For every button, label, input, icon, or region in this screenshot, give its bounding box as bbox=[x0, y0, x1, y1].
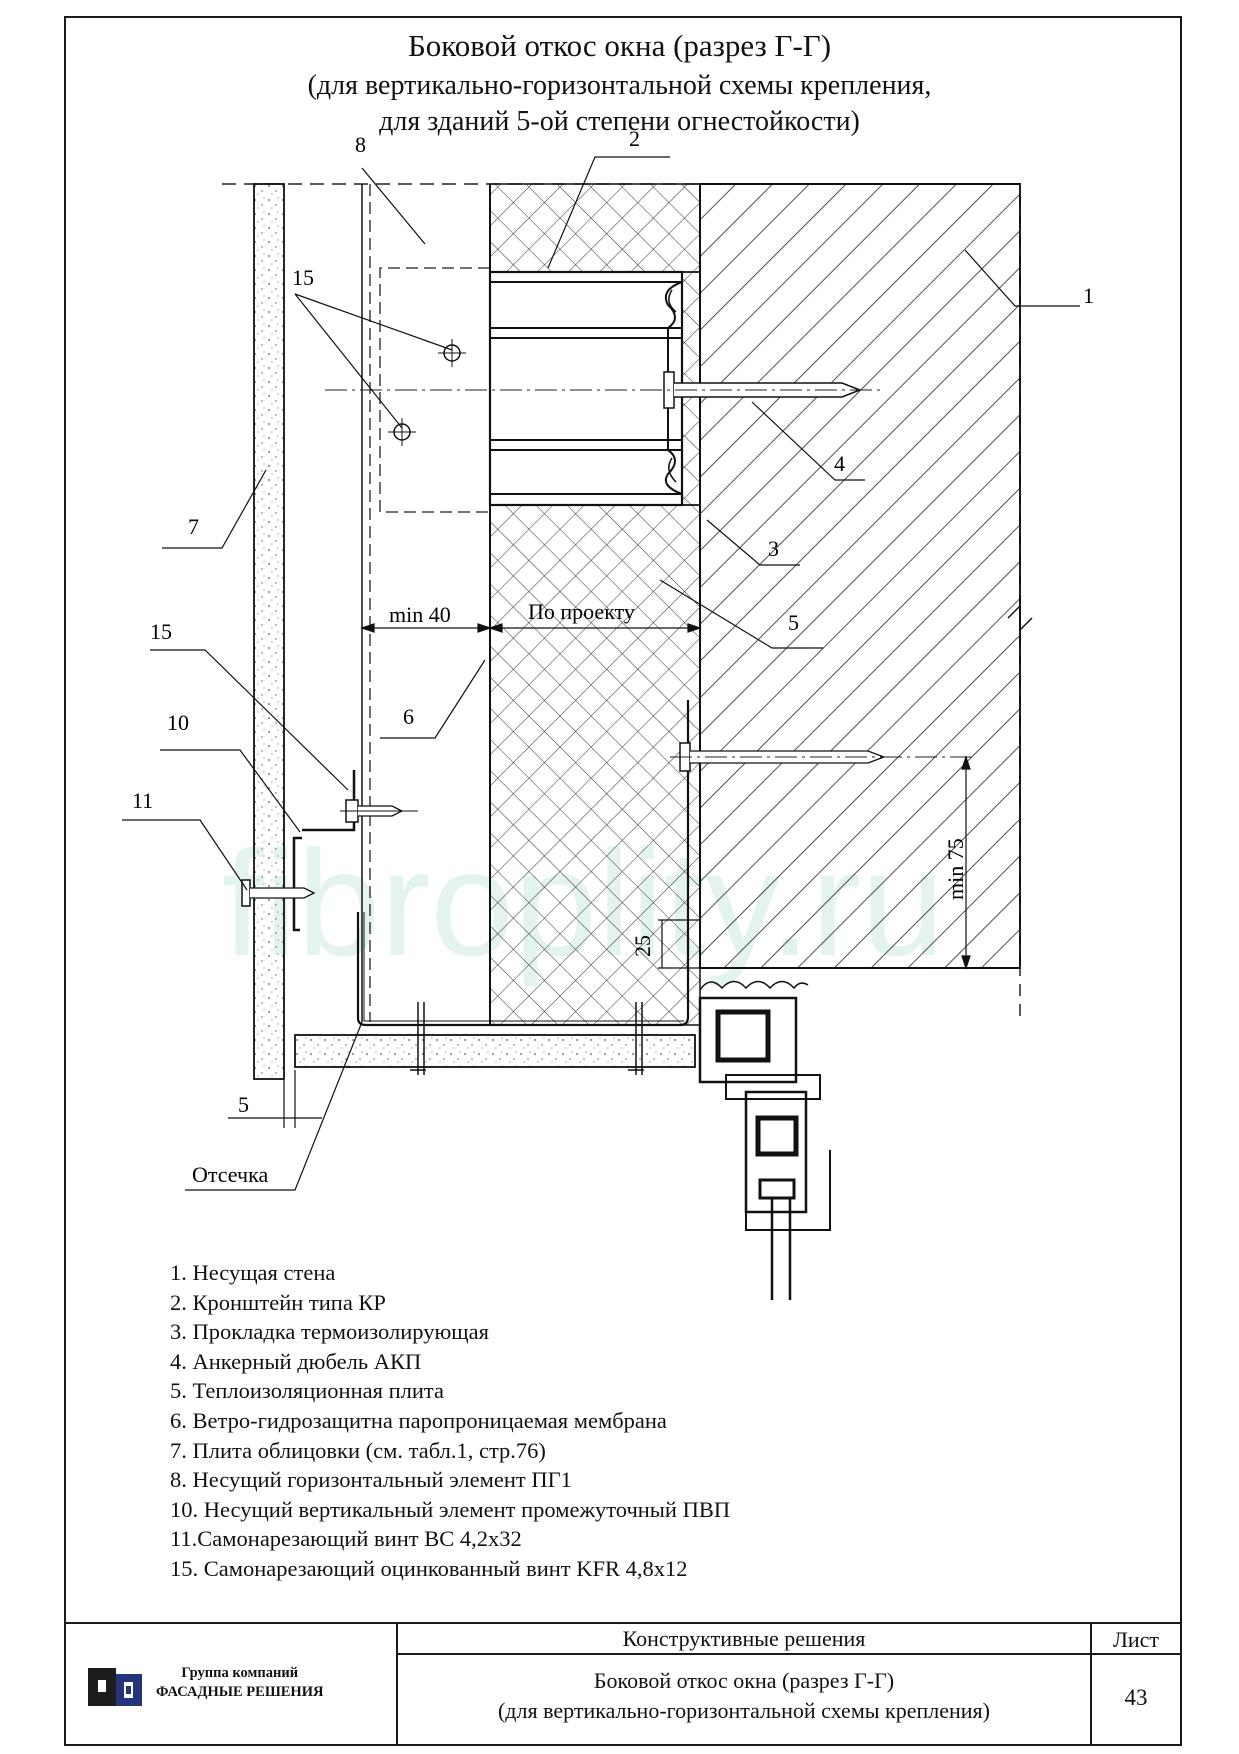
callout-3: 3 bbox=[768, 536, 779, 561]
horizontal-element-pg1 bbox=[379, 267, 490, 513]
cut-off-profile bbox=[356, 700, 690, 1027]
legend-item-5: 5. Теплоизоляционная плита bbox=[170, 1378, 444, 1404]
dim-min75-line bbox=[930, 755, 1020, 970]
load-bearing-wall bbox=[699, 183, 1021, 969]
title-block-top-border bbox=[66, 1622, 1180, 1624]
legend-item-4: 4. Анкерный дюбель АКП bbox=[170, 1348, 422, 1374]
dim-min40: min 40 bbox=[389, 602, 451, 627]
label-otsechka: Отсечка bbox=[192, 1162, 268, 1187]
insulation-upper bbox=[489, 183, 701, 273]
legend-item-1: 1. Несущая стена bbox=[170, 1260, 336, 1285]
dim-min75: min 75 bbox=[943, 838, 968, 900]
callout-10: 10 bbox=[167, 710, 189, 735]
dim-25-line bbox=[658, 919, 700, 969]
leader-lines bbox=[122, 156, 1080, 1191]
callout-11: 11 bbox=[132, 788, 153, 813]
drawing-frame bbox=[64, 16, 1182, 1746]
company-name: Группа компаний ФАСАДНЫЕ РЕШЕНИЯ bbox=[156, 1664, 323, 1702]
screw-11 bbox=[241, 879, 316, 907]
bracket-pvp bbox=[292, 770, 356, 932]
window-frame-profile bbox=[698, 980, 831, 1300]
title-block-sheet-title-2: (для вертикально-горизонтальной схемы кр… bbox=[497, 1698, 990, 1723]
screw-15-side bbox=[340, 799, 418, 823]
company-logo bbox=[88, 1668, 142, 1706]
section-drawing: fibroplity.ru bbox=[122, 126, 1094, 1300]
dim-5-line bbox=[228, 1070, 322, 1128]
dim-25: 25 bbox=[630, 935, 655, 957]
legend-item-15: 15. Самонарезающий оцинкованный винт KFR… bbox=[170, 1555, 688, 1581]
callout-8: 8 bbox=[355, 132, 366, 157]
callout-15-side: 15 bbox=[150, 619, 172, 644]
legend-item-6: 6. Ветро-гидрозащитна паропроницаемая ме… bbox=[170, 1407, 667, 1433]
reveal-screws bbox=[410, 1002, 644, 1075]
screw-15-lower bbox=[388, 418, 416, 446]
title-block-divider-sheet bbox=[1090, 1622, 1092, 1744]
legend-item-2: 2. Кронштейн типа КР bbox=[170, 1289, 386, 1315]
legend-item-11: 11.Самонарезающий винт ВС 4,2х32 bbox=[170, 1526, 522, 1552]
reveal-cladding bbox=[294, 1034, 696, 1068]
title-block-sheet-label: Лист bbox=[1112, 1627, 1160, 1652]
drawing-subtitle-1: (для вертикально-горизонтальной схемы кр… bbox=[307, 70, 932, 101]
callout-4: 4 bbox=[834, 451, 845, 476]
title-block-sheet-title-1: Боковой откос окна (разрез Г-Г) bbox=[593, 1668, 895, 1693]
callout-6: 6 bbox=[403, 704, 414, 729]
insulation-lower bbox=[489, 504, 701, 1026]
legend-item-7: 7. Плита облицовки (см. табл.1, стр.76) bbox=[170, 1437, 546, 1463]
callout-7: 7 bbox=[188, 514, 199, 539]
screw-15-upper bbox=[438, 339, 466, 367]
cut-off-profile-inner bbox=[363, 912, 684, 1022]
legend-item-8: 8. Несущий горизонтальный элемент ПГ1 bbox=[170, 1467, 572, 1493]
drawing-title: Боковой откос окна (разрез Г-Г) bbox=[407, 28, 832, 63]
title-block-sheet-number: 43 bbox=[1124, 1685, 1148, 1710]
callout-2: 2 bbox=[629, 126, 640, 151]
dim-po-proektu: По проекту bbox=[528, 599, 635, 624]
dim-min40-line bbox=[360, 623, 702, 633]
callout-1: 1 bbox=[1083, 283, 1094, 308]
dim-5: 5 bbox=[238, 1092, 249, 1117]
bracket-kr bbox=[488, 270, 684, 507]
callout-15-top: 15 bbox=[292, 265, 314, 290]
callout-5: 5 bbox=[788, 610, 799, 635]
title-block-section: Конструктивные решения bbox=[622, 1626, 866, 1651]
title-block-row-divider bbox=[396, 1653, 1180, 1655]
legend-item-3: 3. Прокладка термоизолирующая bbox=[170, 1319, 489, 1345]
facade-cladding-slab bbox=[253, 183, 285, 1080]
legend-item-10: 10. Несущий вертикальный элемент промежу… bbox=[170, 1496, 731, 1522]
legend-list: 1. Несущая стена 2. Кронштейн типа КР 3.… bbox=[170, 1258, 730, 1584]
wall-break-mark bbox=[1007, 604, 1033, 632]
title-block-divider-company bbox=[396, 1622, 398, 1744]
drawing-subtitle-2: для зданий 5-ой степени огнестойкости) bbox=[379, 106, 860, 137]
company-line-1: Группа компаний bbox=[181, 1665, 299, 1681]
company-line-2: ФАСАДНЫЕ РЕШЕНИЯ bbox=[156, 1684, 324, 1700]
